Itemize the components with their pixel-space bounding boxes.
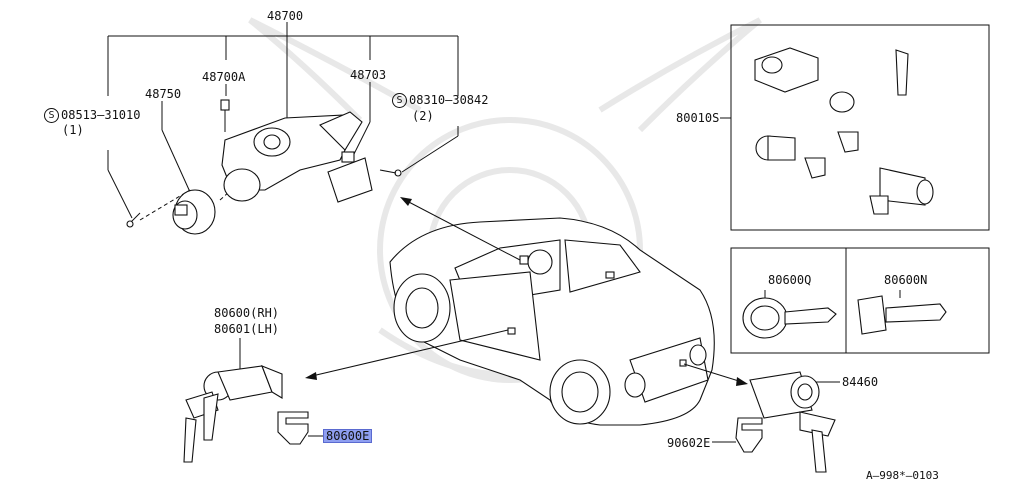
- part-number-bolt[interactable]: 48700A: [202, 70, 246, 84]
- part-number-main[interactable]: 48700: [267, 9, 304, 23]
- keys-box: [730, 247, 990, 354]
- ignition-parts-drawing: [126, 99, 402, 235]
- master-key-drawing: [742, 290, 837, 339]
- screw-s-icon: S: [392, 93, 407, 108]
- ignition-leader-lines: [107, 22, 459, 221]
- screw-left-qty: (1): [62, 123, 84, 137]
- assembly-arrows: [305, 197, 748, 386]
- screw-s-icon: S: [44, 108, 59, 123]
- door-lock-drawing: [183, 338, 324, 463]
- part-number-door-rh[interactable]: 80600(RH): [214, 306, 280, 320]
- part-number-door-retainer[interactable]: 80600E: [322, 429, 373, 443]
- screw-right-number: 08310–30842: [409, 93, 489, 107]
- sub-key-drawing: [857, 290, 947, 335]
- figure-id: A–998*–0103: [866, 469, 939, 482]
- part-number-switch[interactable]: 48703: [350, 68, 387, 82]
- part-number-trunk-cylinder[interactable]: 84460: [842, 375, 879, 389]
- screw-right-qty: (2): [412, 109, 434, 123]
- part-number-key-cylinder[interactable]: 48750: [145, 87, 182, 101]
- trunk-lock-drawing: [712, 371, 840, 473]
- part-number-master-key[interactable]: 80600Q: [768, 273, 812, 287]
- part-number-trunk-retainer[interactable]: 90602E: [667, 436, 711, 450]
- part-number-key-set[interactable]: 80010S: [676, 111, 720, 125]
- key-set-parts-drawing: [754, 47, 934, 215]
- part-number-sub-key[interactable]: 80600N: [884, 273, 928, 287]
- car-body-drawing: [389, 217, 715, 426]
- key-set-box: [730, 24, 990, 231]
- screw-left-number: 08513–31010: [61, 108, 141, 122]
- part-number-door-lh[interactable]: 80601(LH): [214, 322, 280, 336]
